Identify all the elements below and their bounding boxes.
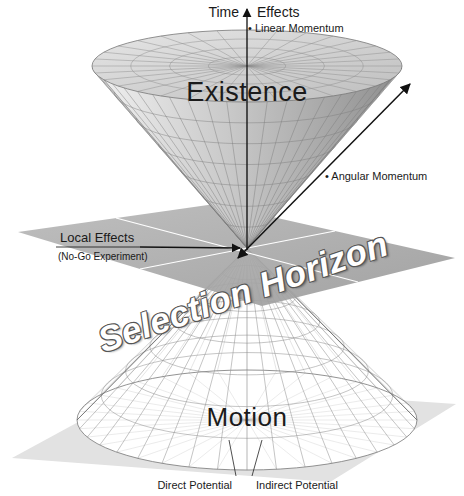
mesh-stroke — [188, 99, 247, 248]
mesh-stroke — [247, 84, 381, 248]
mesh-stroke — [124, 88, 247, 248]
potential-label: Direct Potential — [157, 479, 232, 491]
existence-cone: Existence — [186, 77, 308, 108]
mesh-stroke — [247, 97, 325, 248]
mesh-stroke — [137, 91, 247, 248]
mesh-stroke — [153, 95, 247, 248]
potential-label: Indirect Potential — [256, 479, 338, 491]
effect-note: • Angular Momentum — [325, 170, 427, 182]
mesh-stroke — [227, 102, 247, 248]
callout-note: (No-Go Experiment) — [58, 251, 147, 262]
axis-label: Time — [208, 4, 239, 20]
callout-label: Local Effects — [60, 230, 134, 245]
mesh-stroke — [170, 97, 248, 248]
mesh-stroke — [247, 91, 357, 248]
leader-line — [229, 440, 236, 476]
motion-cone: Motion — [206, 402, 287, 433]
mesh-stroke — [247, 99, 306, 248]
mesh-stroke — [113, 84, 247, 248]
leader-line — [252, 440, 262, 476]
local-effects-rule — [56, 247, 140, 248]
axis-label: Effects — [257, 4, 300, 20]
effect-note: • Linear Momentum — [248, 22, 344, 34]
mesh-stroke — [247, 102, 267, 248]
node-label: Motion — [206, 402, 287, 433]
mesh-stroke — [247, 88, 370, 248]
lower-cone-base — [77, 370, 417, 470]
node-label: Existence — [186, 77, 308, 108]
time-axis — [246, 9, 247, 250]
local-effects-arrow — [140, 247, 240, 248]
